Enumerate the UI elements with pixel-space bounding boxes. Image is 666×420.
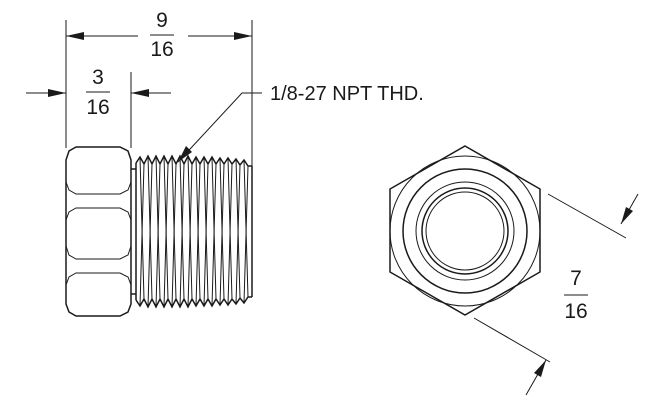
- thread-callout: 1/8-27 NPT THD.: [177, 83, 424, 163]
- thread-root-circle: [415, 181, 515, 281]
- hex-length-denominator: 16: [86, 96, 109, 119]
- extension-line-upper-flat: [547, 193, 627, 239]
- hex-length-dimension: 3 16: [26, 66, 171, 119]
- across-flats-dimension: 7 16: [473, 193, 639, 396]
- hex-body: [65, 146, 132, 317]
- overall-length-denominator: 16: [150, 38, 173, 61]
- bore-inner-circle: [425, 191, 505, 271]
- bore-circle: [421, 187, 509, 275]
- end-view: 7 16: [389, 145, 639, 396]
- hex-length-numerator: 3: [92, 66, 104, 89]
- across-flats-denominator: 16: [564, 300, 587, 323]
- across-flats-numerator: 7: [570, 267, 582, 290]
- extension-line-lower-flat: [473, 317, 551, 363]
- hex-chamfer-circle: [389, 155, 541, 307]
- overall-length-dimension: 9 16: [66, 9, 252, 61]
- thread-outer-circle: [402, 168, 528, 294]
- thread-callout-label: 1/8-27 NPT THD.: [270, 83, 424, 105]
- hex-outline: [389, 145, 541, 316]
- side-view: 9 16 3 16 1/8-27 NPT THD.: [26, 9, 424, 317]
- overall-length-numerator: 9: [156, 9, 168, 32]
- threaded-shank: [131, 154, 253, 309]
